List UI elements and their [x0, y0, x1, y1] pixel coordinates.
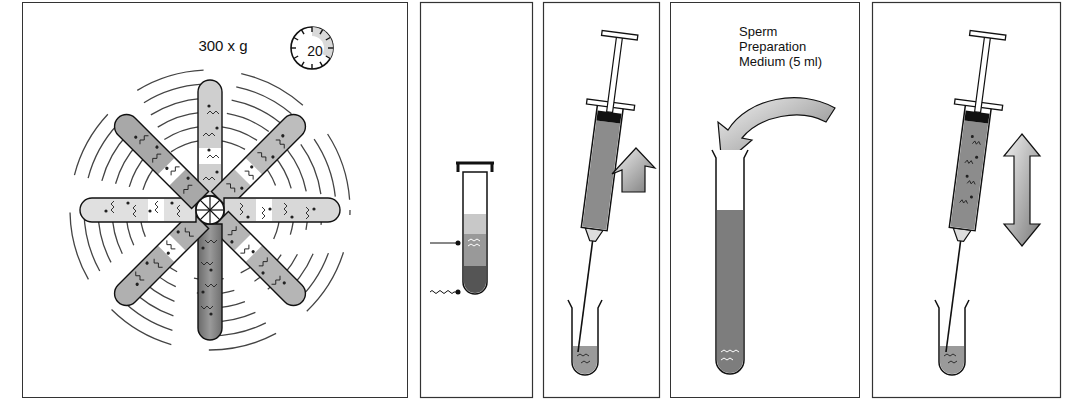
centrifuge-tube [110, 110, 209, 209]
centrifuge-tube [211, 110, 310, 209]
double-arrow [1004, 134, 1040, 246]
panel-frame [873, 3, 1061, 398]
panel-frame [421, 3, 533, 398]
layered-tube [430, 163, 494, 295]
up-arrow [612, 148, 655, 192]
centrifuge-tube [211, 211, 310, 310]
centrifuge-tube [224, 198, 340, 222]
centrifuge-rotor [70, 70, 350, 350]
timer-minutes: 20 [292, 28, 338, 74]
timer-clock: 20 [289, 25, 335, 71]
step-label: 300 x g [173, 37, 273, 54]
medium-tube [712, 150, 748, 374]
centrifuge-tube [110, 211, 209, 310]
centrifuge-tube [198, 80, 222, 196]
centrifuge-tube [198, 224, 222, 340]
motion-ring [70, 70, 350, 350]
syringe [922, 30, 1012, 356]
panel-frame [544, 3, 660, 398]
centrifuge-tube [80, 198, 196, 222]
step-panel: Sperm Preparation Medium (5 ml) [670, 2, 860, 398]
step-label: Sperm Preparation Medium (5 ml) [739, 25, 835, 70]
step-panel: 300 x g 20 [22, 2, 408, 398]
test-tube [568, 300, 602, 375]
